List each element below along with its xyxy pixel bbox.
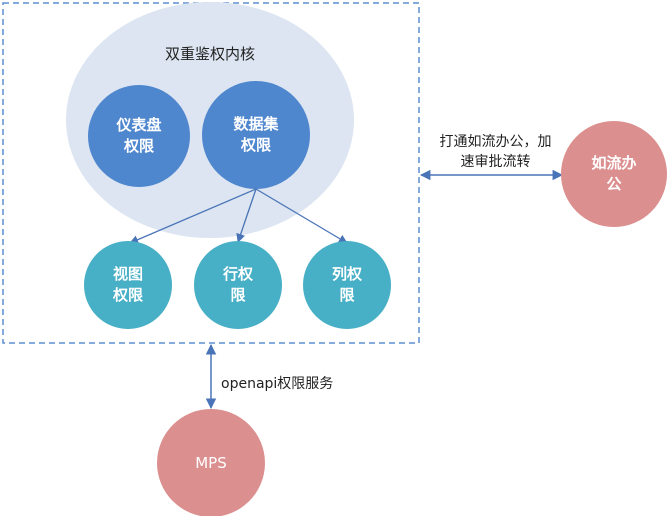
openapi-label: openapi权限服务 (221, 376, 334, 392)
workflow-label: 打通如流办公，加 速审批流转 (428, 132, 563, 172)
auth-core-title: 双重鉴权内核 (164, 45, 255, 63)
arrow-dataset-to-row (236, 188, 257, 243)
workflow-label-line2: 速审批流转 (460, 154, 531, 170)
mps-circle (157, 409, 265, 516)
workflow-label-line1: 打通如流办公，加 (439, 134, 552, 150)
ruliu-circle (561, 121, 667, 227)
arrow-dataset-to-column (255, 188, 348, 244)
dataset-permission-circle (202, 81, 310, 189)
dashboard-permission-circle (88, 85, 190, 187)
column-permission-circle (303, 241, 391, 329)
system-boundary (2, 2, 420, 344)
row-permission-circle (194, 241, 282, 329)
view-permission-circle (84, 241, 172, 329)
arrow-dataset-to-view (129, 188, 257, 244)
